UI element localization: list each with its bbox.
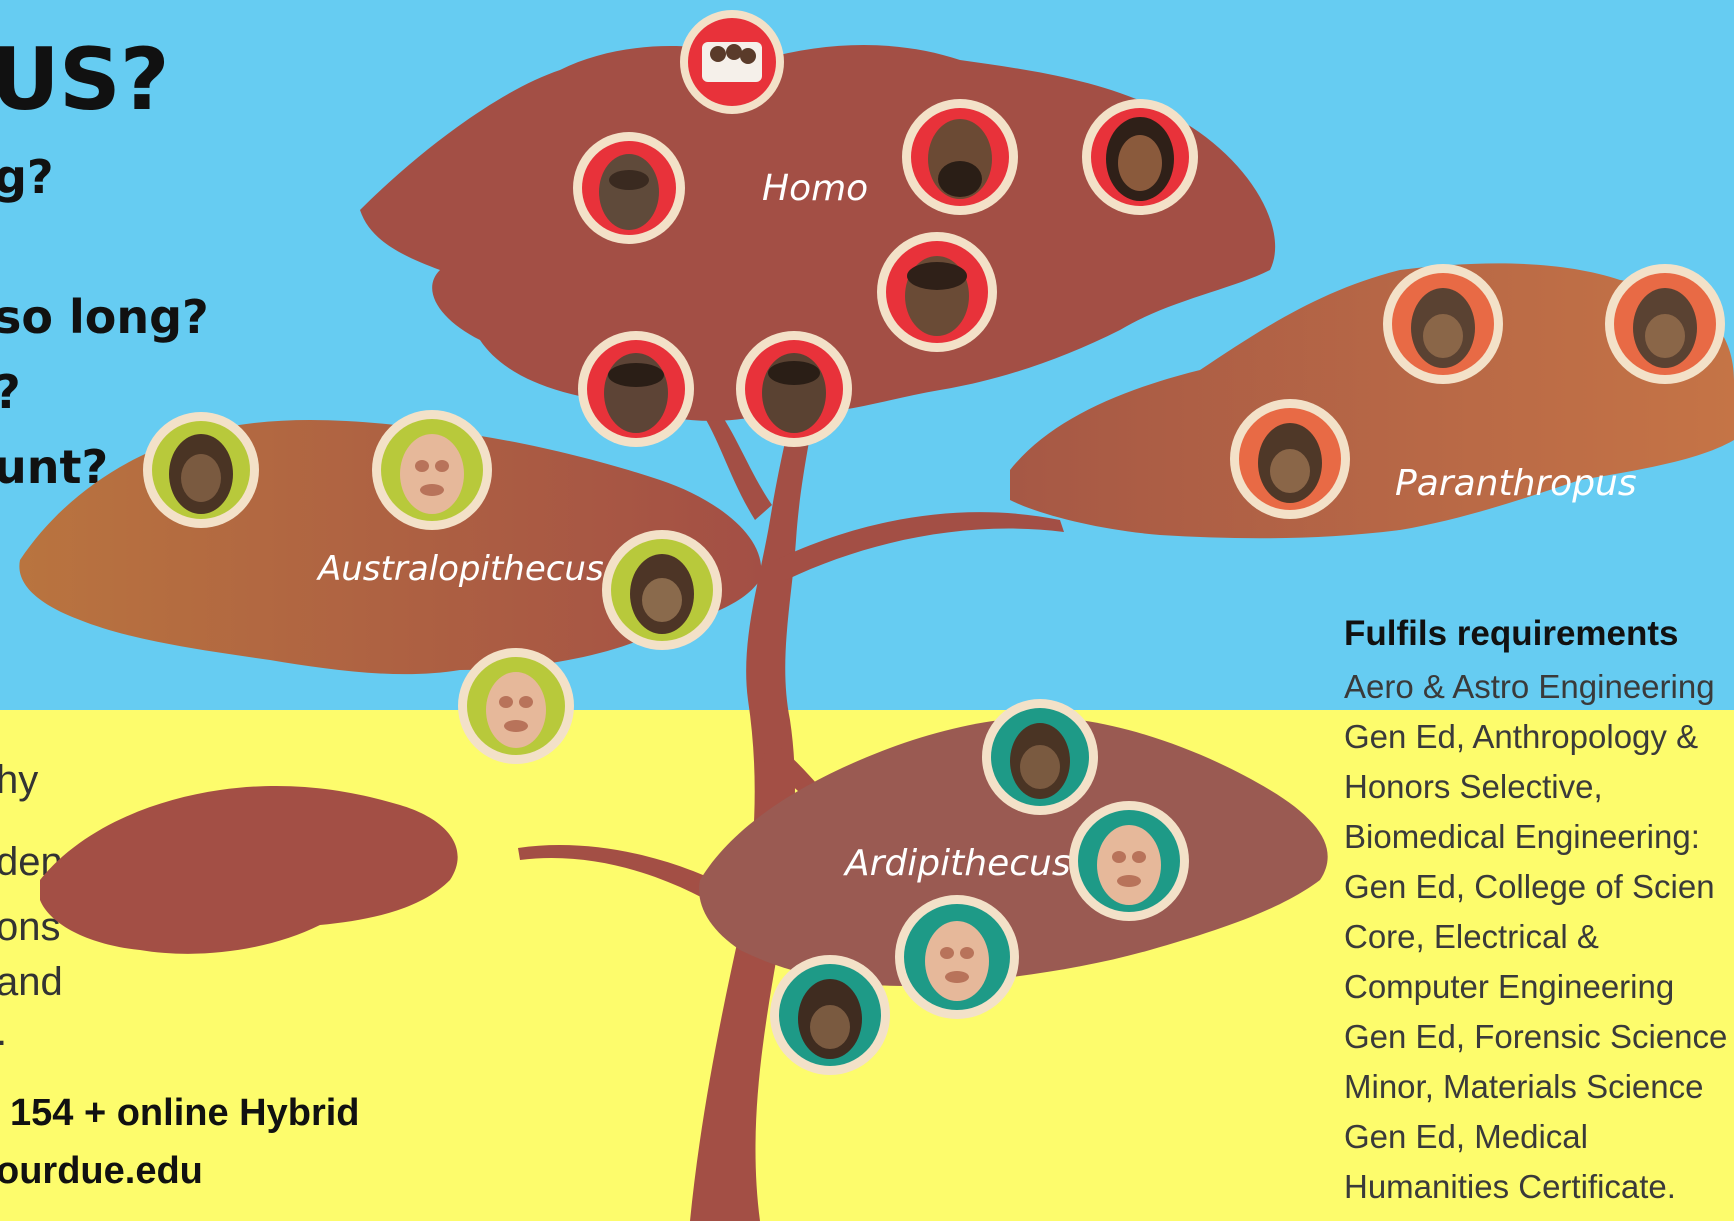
hominin-face-icon	[770, 955, 890, 1075]
hominin-face-icon	[602, 530, 722, 650]
hominin-face-icon	[902, 99, 1018, 215]
requirements-line: Gen Ed, Anthropology &	[1344, 718, 1698, 756]
homo-group-photo-icon	[680, 10, 784, 114]
hominin-face-icon	[143, 412, 259, 528]
hominin-face-icon	[1605, 264, 1725, 384]
requirements-heading: Fulfils requirements	[1344, 614, 1679, 654]
skull-reconstruction-icon	[895, 895, 1019, 1019]
requirements-line: Core, Electrical &	[1344, 918, 1599, 956]
requirements-line: Honors Selective,	[1344, 768, 1603, 806]
hominin-face-icon	[982, 699, 1098, 815]
paranthropus-label: Paranthropus	[1395, 463, 1637, 504]
australopithecus-label: Australopithecus	[316, 549, 604, 589]
ardipithecus-label: Ardipithecus	[843, 843, 1071, 884]
hominin-face-icon	[573, 132, 685, 244]
hominin-face-icon	[578, 331, 694, 447]
hominin-face-icon	[1230, 399, 1350, 519]
hominin-face-icon	[736, 331, 852, 447]
requirements-line: Gen Ed, Forensic Science	[1344, 1018, 1727, 1056]
requirements-line: Gen Ed, Medical	[1344, 1118, 1588, 1156]
requirements-line: Gen Ed, College of Scien	[1344, 868, 1715, 906]
requirements-line: Biomedical Engineering:	[1344, 818, 1700, 856]
requirements-line: Humanities Certificate.	[1344, 1168, 1676, 1206]
requirements-line: Computer Engineering	[1344, 968, 1674, 1006]
requirements-line: Minor, Materials Science	[1344, 1068, 1703, 1106]
hominin-face-icon	[1383, 264, 1503, 384]
requirements-line: Aero & Astro Engineering	[1344, 668, 1715, 706]
skull-reconstruction-icon	[372, 410, 492, 530]
skull-reconstruction-icon	[458, 648, 574, 764]
lower-foliage	[40, 786, 458, 954]
homo-label: Homo	[762, 168, 868, 209]
hominin-face-icon	[877, 232, 997, 352]
skull-reconstruction-icon	[1069, 801, 1189, 921]
hominin-face-icon	[1082, 99, 1198, 215]
